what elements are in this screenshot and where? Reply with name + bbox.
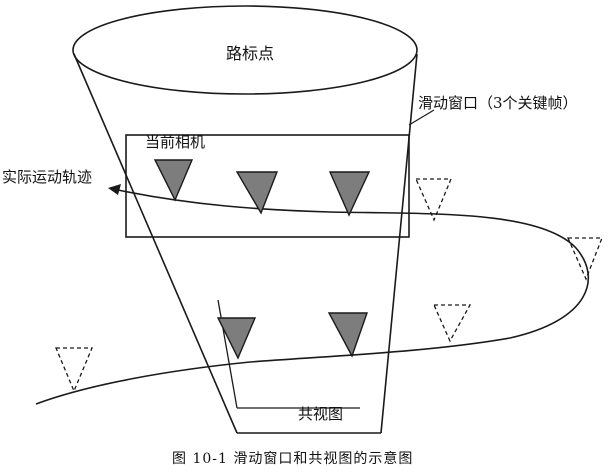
window-label-leader — [408, 109, 435, 126]
figure-caption: 图 10-1 滑动窗口和共视图的示意图 — [172, 451, 414, 467]
landmark-cone — [72, 5, 418, 434]
old-keyframe-3 — [432, 304, 472, 343]
covis-keyframe-1 — [216, 317, 257, 360]
cone-right-edge — [380, 53, 418, 434]
actual-trajectory-label: 实际运动轨迹 — [2, 168, 93, 186]
keyframe-1 — [153, 159, 194, 202]
trajectory-curve — [35, 189, 590, 405]
keyframe-2 — [235, 171, 279, 215]
actual-trajectory — [35, 184, 590, 405]
old-keyframe-4 — [55, 347, 93, 393]
covis-keyframe-2 — [327, 312, 368, 358]
old-keyframe-2 — [567, 237, 603, 281]
covisibility-label: 共视图 — [298, 405, 344, 423]
cone-left-edge — [73, 53, 238, 434]
trajectory-arrowhead — [108, 184, 121, 195]
active-keyframes — [153, 159, 371, 360]
keyframe-3 — [328, 171, 371, 217]
sliding-window-label: 滑动窗口（3个关键帧） — [418, 94, 578, 112]
current-camera-label: 当前相机 — [145, 133, 206, 151]
old-keyframe-1 — [415, 178, 452, 222]
landmark-ellipse — [72, 5, 418, 95]
old-keyframes — [55, 178, 603, 393]
sliding-window-box — [125, 134, 410, 238]
landmarks-label: 路标点 — [226, 44, 275, 63]
